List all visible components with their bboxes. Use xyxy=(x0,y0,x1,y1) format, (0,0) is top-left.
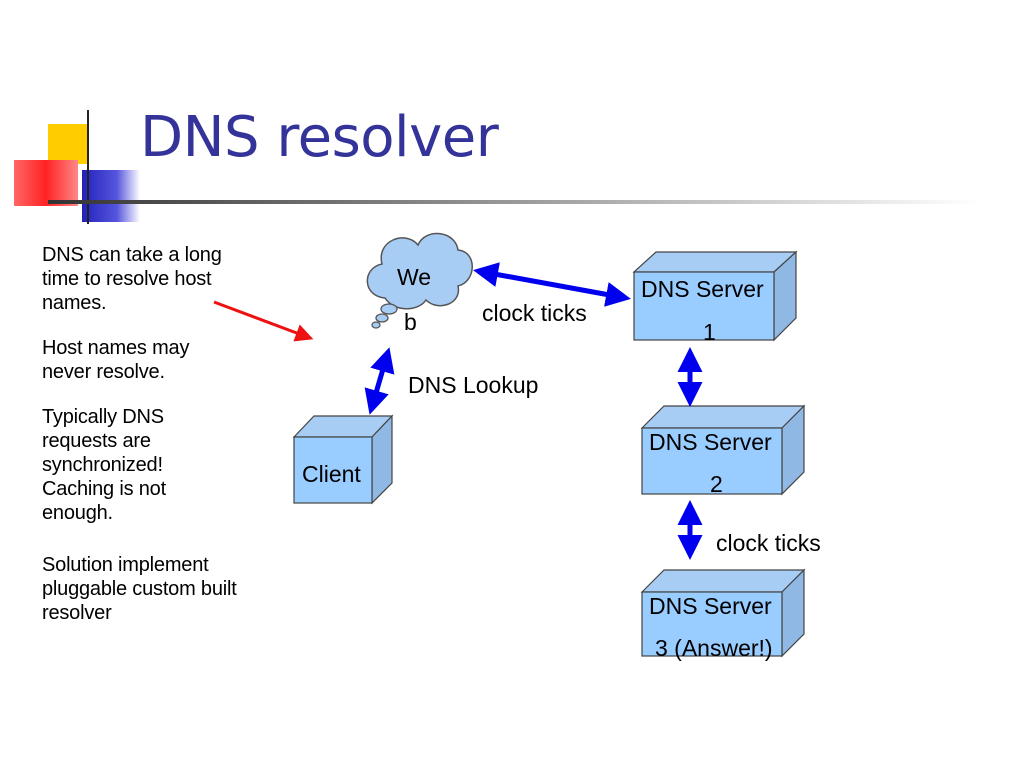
dns-server-3-answer: 3 (Answer!) xyxy=(655,635,773,661)
bullet-item: Typically DNS requests are synchronized!… xyxy=(42,406,166,524)
cloud-label-line1: We xyxy=(397,264,431,290)
dns-server-3-label: DNS Server xyxy=(649,593,772,619)
client-box: Client xyxy=(292,414,394,505)
slide-title: DNS resolver xyxy=(140,105,499,170)
red-pointer-arrow xyxy=(213,300,314,342)
dns-server-1-box: DNS Server 1 xyxy=(632,250,798,345)
logo-yellow-square xyxy=(48,124,88,164)
arrow-client-cloud xyxy=(364,347,395,415)
web-cloud: We b xyxy=(366,232,473,335)
bullet-list: DNS can take a long time to resolve host… xyxy=(42,243,282,646)
dns-lookup-label: DNS Lookup xyxy=(408,372,538,398)
dns-server-2-box: DNS Server 2 xyxy=(640,404,806,497)
arrow-cloud-server1 xyxy=(473,262,631,307)
logo-red-square xyxy=(14,160,78,206)
dns-server-1-number: 1 xyxy=(703,319,716,345)
bullet-item: Host names may never resolve. xyxy=(42,337,190,383)
client-label: Client xyxy=(302,461,361,487)
logo-blue-square xyxy=(82,170,140,222)
dns-server-3-box: DNS Server 3 (Answer!) xyxy=(640,568,806,661)
dns-server-2-label: DNS Server xyxy=(649,429,772,455)
bullet-item: Solution implement pluggable custom buil… xyxy=(42,554,237,624)
cloud-label-line2: b xyxy=(404,309,417,335)
dns-server-2-number: 2 xyxy=(710,471,723,497)
clock-ticks-label-top: clock ticks xyxy=(482,300,587,326)
title-rule xyxy=(48,200,978,204)
bullet-item: DNS can take a long time to resolve host… xyxy=(42,244,222,314)
dns-server-1-label: DNS Server xyxy=(641,276,764,302)
clock-ticks-label-bottom: clock ticks xyxy=(716,530,821,556)
